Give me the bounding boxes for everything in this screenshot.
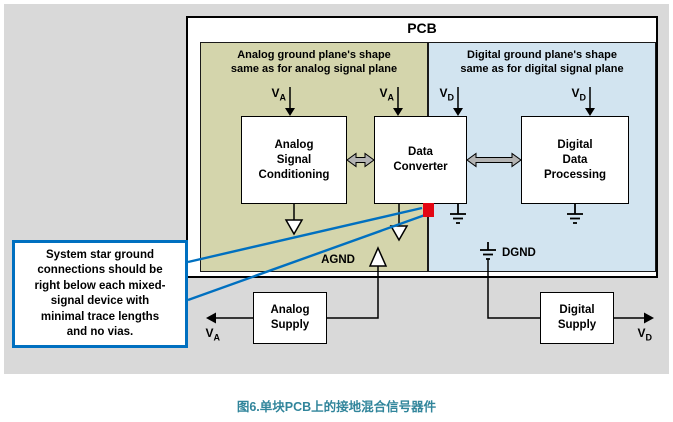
figure-caption: 图6.单块PCB上的接地混合信号器件: [236, 400, 437, 414]
va-base: V: [271, 86, 280, 100]
asc-label-line1: Analog: [274, 138, 314, 151]
va-label-dc: VA: [370, 86, 394, 102]
ddp-label-line2: Data: [562, 153, 588, 166]
va-base: V: [205, 326, 214, 340]
ddp-label-line1: Digital: [557, 138, 593, 151]
callout-line4: signal device with: [50, 295, 150, 307]
callout-line1: System star ground: [46, 248, 154, 261]
vd-sub: D: [645, 332, 653, 343]
pcb-title: PCB: [407, 20, 437, 36]
star-ground-callout: System star ground connections should be…: [12, 240, 188, 348]
asc-label-line2: Signal: [276, 153, 312, 166]
callout-line5: minimal trace lengths: [40, 310, 160, 323]
ddp-label-line3: Processing: [544, 168, 606, 181]
analog-signal-conditioning-block: Analog Signal Conditioning: [241, 116, 347, 204]
digital-data-processing-block: Digital Data Processing: [521, 116, 629, 204]
analog-plane-note: Analog ground plane's shape same as for …: [202, 48, 426, 76]
dc-label-line2: Converter: [393, 161, 448, 173]
digital-plane-note-line2: same as for digital signal plane: [460, 63, 624, 75]
asc-label-line3: Conditioning: [258, 168, 330, 181]
vd-label-dc: VD: [430, 86, 454, 102]
vd-label-ddp: VD: [562, 86, 586, 102]
vd-label-supply: VD: [628, 326, 652, 342]
callout-line2: connections should be: [37, 264, 163, 276]
va-label-supply: VA: [196, 326, 220, 342]
digital-supply-line1: Digital: [559, 304, 595, 316]
callout-line3: right below each mixed-: [34, 279, 166, 292]
vd-base: V: [637, 326, 646, 340]
callout-line6: and no vias.: [66, 326, 134, 338]
vd-sub: D: [447, 92, 455, 103]
digital-supply-line2: Supply: [557, 319, 597, 331]
va-sub: A: [279, 92, 287, 103]
analog-supply-block: Analog Supply: [253, 292, 327, 344]
va-sub: A: [387, 92, 395, 103]
vd-sub: D: [579, 92, 587, 103]
dc-label-line1: Data: [408, 146, 433, 158]
analog-plane-note-line2: same as for analog signal plane: [230, 63, 398, 75]
va-label-asc: VA: [262, 86, 286, 102]
analog-plane-note-line1: Analog ground plane's shape: [237, 49, 391, 61]
va-sub: A: [213, 332, 221, 343]
analog-supply-line2: Supply: [270, 319, 310, 331]
vd-base: V: [571, 86, 580, 100]
digital-supply-block: Digital Supply: [540, 292, 614, 344]
analog-supply-line1: Analog: [270, 304, 310, 316]
dgnd-label: DGND: [502, 247, 536, 259]
data-converter-block: Data Converter: [374, 116, 467, 204]
agnd-label: AGND: [321, 254, 355, 266]
digital-plane-note: Digital ground plane's shape same as for…: [430, 48, 654, 76]
digital-plane-note-line1: Digital ground plane's shape: [467, 49, 617, 61]
vd-base: V: [439, 86, 448, 100]
va-base: V: [379, 86, 388, 100]
